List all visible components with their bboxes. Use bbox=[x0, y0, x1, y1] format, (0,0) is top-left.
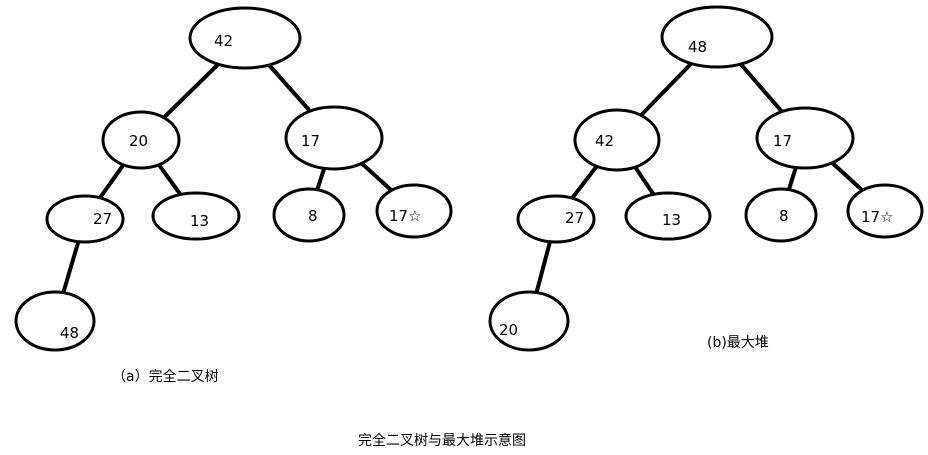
node-label-b-13: 13 bbox=[662, 211, 681, 229]
node-label-b-27: 27 bbox=[565, 209, 584, 227]
tree-a-caption: （a）完全二叉树 bbox=[112, 369, 219, 385]
tree-node-a-42: 42 bbox=[188, 6, 302, 70]
edge-a-20-to-a-13 bbox=[156, 162, 183, 197]
edge-a-20-to-a-27 bbox=[97, 162, 126, 200]
node-ellipse-b-13 bbox=[624, 191, 712, 241]
edge-b-17-to-b-17star bbox=[830, 160, 865, 193]
node-ellipse-a-13 bbox=[151, 191, 241, 241]
edge-a-17-to-a-8 bbox=[315, 166, 327, 192]
node-ellipse-b-42 bbox=[573, 108, 661, 172]
edge-b-48-to-b-17 bbox=[738, 62, 785, 114]
node-ellipse-a-27 bbox=[45, 194, 125, 244]
node-ellipse-b-20 bbox=[488, 290, 570, 352]
tree-node-b-8: 8 bbox=[744, 187, 818, 243]
node-ellipse-a-48 bbox=[14, 290, 96, 352]
node-label-b-48: 48 bbox=[688, 38, 707, 56]
tree-node-a-20: 20 bbox=[101, 110, 181, 170]
node-label-a-42: 42 bbox=[214, 32, 233, 50]
edge-b-42-to-b-27 bbox=[570, 164, 599, 201]
node-label-a-48: 48 bbox=[60, 324, 79, 342]
tree-node-b-42: 42 bbox=[573, 108, 661, 172]
tree-node-b-20: 20 bbox=[488, 290, 570, 352]
edge-a-17-to-a-17star bbox=[359, 161, 394, 193]
tree-node-b-17: 17 bbox=[755, 106, 855, 170]
node-label-a-17: 17 bbox=[301, 132, 320, 150]
node-ellipse-b-17 bbox=[755, 106, 855, 170]
tree-node-a-17: 17 bbox=[284, 105, 384, 171]
edge-b-48-to-b-42 bbox=[638, 61, 694, 118]
node-label-b-20: 20 bbox=[499, 321, 518, 339]
edge-b-42-to-b-13 bbox=[633, 165, 656, 197]
node-label-a-20: 20 bbox=[129, 132, 148, 150]
node-ellipse-a-17star bbox=[375, 183, 453, 239]
edge-a-42-to-a-17 bbox=[267, 62, 313, 114]
node-label-b-17star: 17☆ bbox=[861, 208, 894, 226]
tree-node-a-13: 13 bbox=[151, 191, 241, 241]
node-ellipse-a-42 bbox=[188, 6, 302, 70]
node-label-b-8: 8 bbox=[779, 207, 789, 225]
tree-node-a-17star: 17☆ bbox=[375, 183, 453, 239]
node-label-b-42: 42 bbox=[595, 132, 614, 150]
edge-a-42-to-a-20 bbox=[161, 62, 221, 120]
tree-node-a-8: 8 bbox=[272, 187, 346, 243]
tree-node-b-48: 48 bbox=[660, 5, 774, 69]
node-ellipse-b-27 bbox=[516, 194, 596, 244]
tree-node-a-48: 48 bbox=[14, 290, 96, 352]
edge-b-17-to-b-8 bbox=[786, 165, 798, 192]
edge-a-27-to-a-48 bbox=[61, 239, 81, 295]
node-label-a-8: 8 bbox=[308, 207, 318, 225]
node-ellipse-a-8 bbox=[272, 187, 346, 243]
node-label-a-13: 13 bbox=[190, 212, 209, 230]
figure-caption: 完全二叉树与最大堆示意图 bbox=[358, 433, 526, 449]
node-ellipse-b-48 bbox=[660, 5, 774, 69]
node-ellipse-b-17star bbox=[846, 183, 924, 239]
node-ellipse-b-8 bbox=[744, 187, 818, 243]
tree-b-caption: (b)最大堆 bbox=[707, 335, 769, 351]
tree-node-b-17star: 17☆ bbox=[846, 183, 924, 239]
node-label-a-27: 27 bbox=[93, 210, 112, 228]
tree-node-a-27: 27 bbox=[45, 194, 125, 244]
tree-node-b-13: 13 bbox=[624, 191, 712, 241]
node-ellipse-a-20 bbox=[101, 110, 181, 170]
node-ellipse-a-17 bbox=[284, 105, 384, 171]
node-label-a-17star: 17☆ bbox=[389, 207, 422, 225]
tree-node-b-27: 27 bbox=[516, 194, 596, 244]
edge-b-27-to-b-20 bbox=[534, 239, 552, 295]
node-label-b-17: 17 bbox=[773, 132, 792, 150]
